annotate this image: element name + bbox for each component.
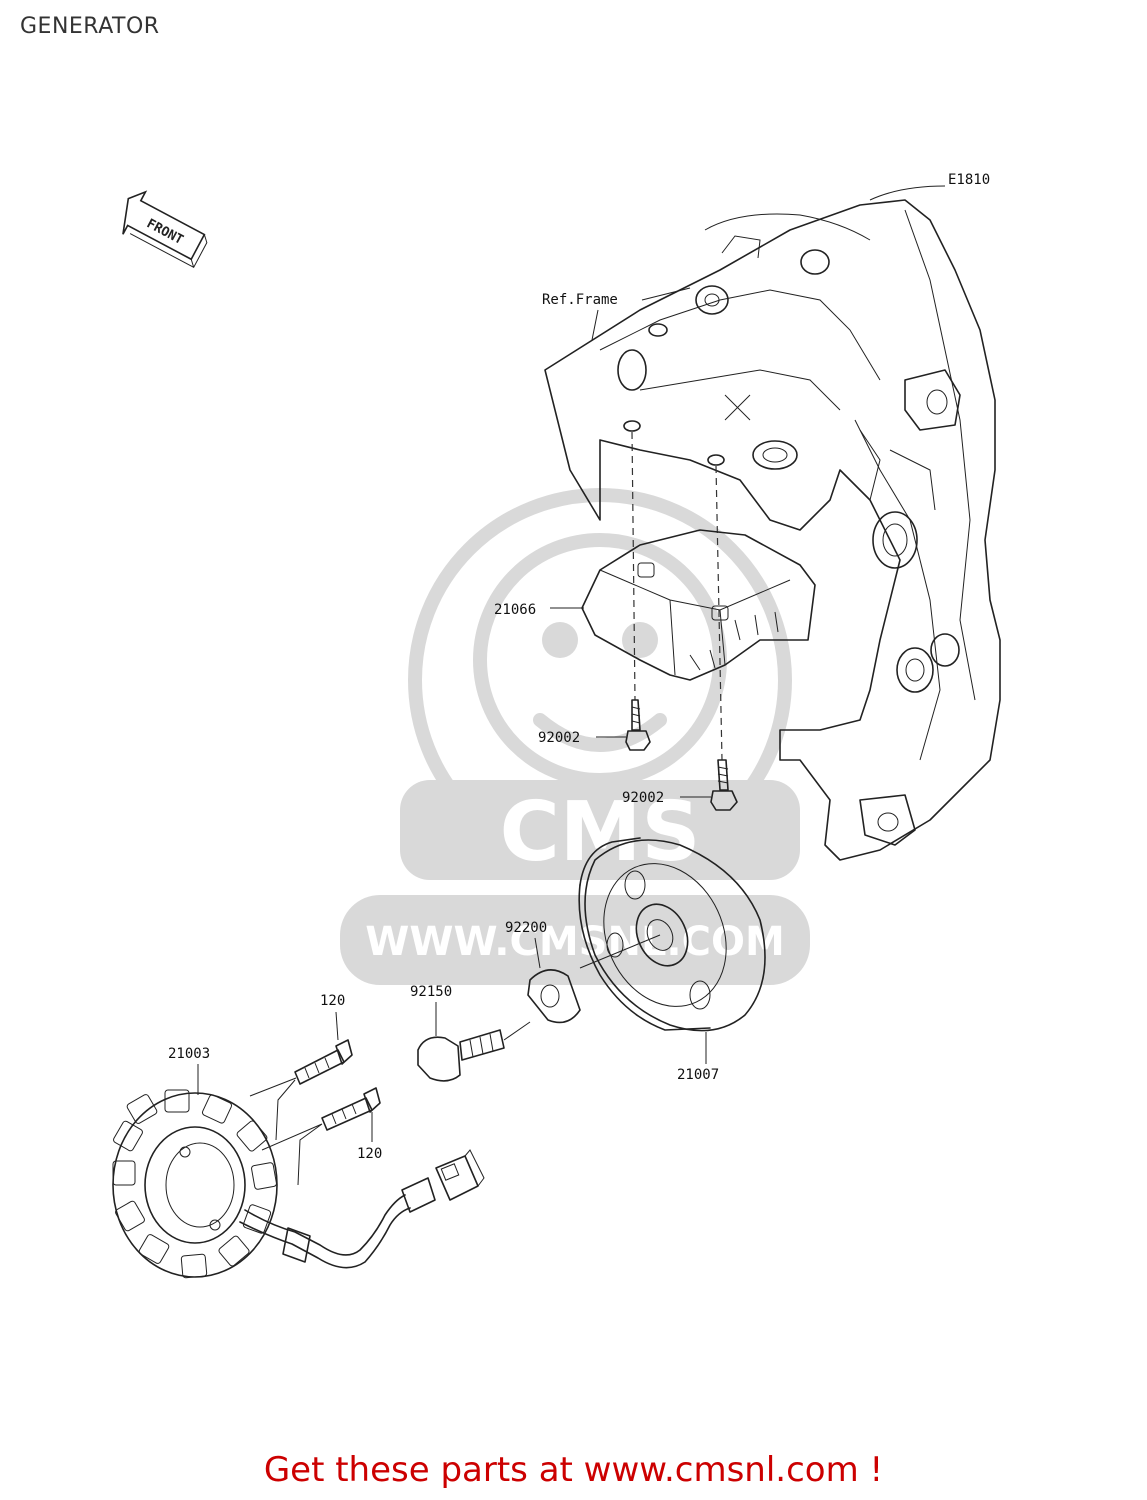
callout-regulator: 21066 — [494, 602, 536, 618]
callout-bolt-upper: 92002 — [538, 730, 580, 746]
footer-parts-link[interactable]: Get these parts at www.cmsnl.com ! — [263, 1450, 884, 1490]
stator-harness-drawing — [239, 1149, 485, 1269]
callout-washer: 92200 — [505, 920, 547, 936]
ref-frame-label: Ref.Frame — [542, 292, 618, 308]
frame-drawing — [544, 199, 1001, 861]
callout-stator-screw-lower: 120 — [357, 1146, 382, 1162]
regulator-bolt-lower-drawing — [710, 759, 738, 811]
stator-screw-upper-drawing — [294, 1039, 353, 1085]
rotor-drawing — [578, 837, 766, 1032]
cms-watermark: CMS WWW.CMSNL.COM — [340, 488, 810, 985]
stator-screw-lower-drawing — [321, 1087, 381, 1131]
callout-rotor-bolt: 92150 — [410, 984, 452, 1000]
watermark-url: WWW.CMSNL.COM — [365, 919, 785, 965]
watermark-brand: CMS — [500, 785, 701, 880]
rotor-washer-drawing — [527, 969, 581, 1024]
callout-stator-screw-upper: 120 — [320, 993, 345, 1009]
regulator-bolt-upper-drawing — [625, 699, 651, 751]
figure-code: E1810 — [948, 172, 990, 188]
regulator-rectifier-drawing — [581, 529, 816, 681]
rotor-bolt-drawing — [417, 1029, 505, 1082]
stator-drawing — [112, 1089, 278, 1279]
callout-bolt-lower: 92002 — [622, 790, 664, 806]
page-title: GENERATOR — [20, 14, 160, 39]
front-arrow-icon: FRONT — [122, 190, 208, 269]
callout-stator: 21003 — [168, 1046, 210, 1062]
callout-rotor: 21007 — [677, 1067, 719, 1083]
